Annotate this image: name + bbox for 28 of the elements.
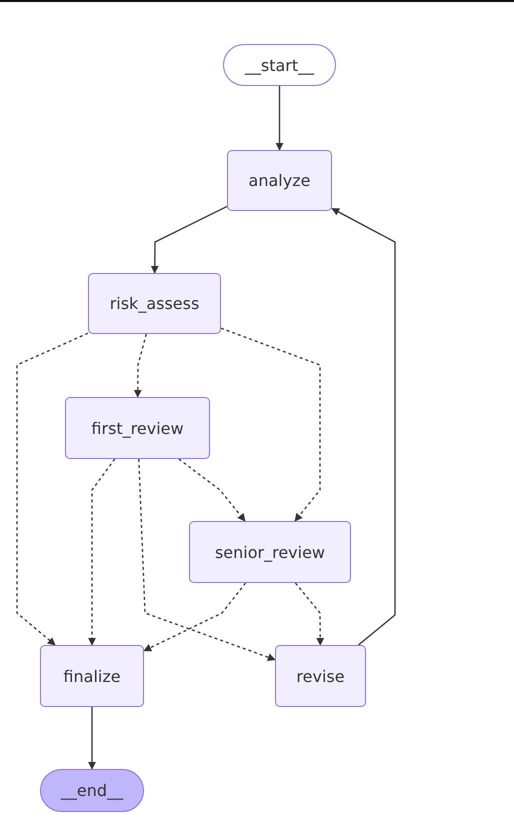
node-label: first_review [91, 418, 184, 438]
arrow [331, 208, 396, 646]
node-label: revise [296, 666, 345, 686]
process-box [40, 645, 144, 707]
node-label: senior_review [214, 542, 326, 562]
node-label: risk_assess [110, 294, 200, 313]
arrow [178, 458, 246, 522]
arrow [294, 582, 324, 646]
node-label: __start__ [244, 56, 314, 74]
process-box [88, 273, 221, 334]
process-box [227, 150, 332, 211]
node-label: __end__ [60, 781, 124, 800]
process-box [65, 397, 210, 459]
arrow [88, 458, 116, 646]
node-label: analyze [248, 171, 310, 190]
arrow [134, 334, 147, 398]
arrow [220, 328, 321, 522]
terminal-pill [223, 44, 336, 86]
arrow [276, 86, 284, 151]
arrow [16, 332, 88, 646]
process-box [189, 521, 351, 583]
arrow [138, 458, 276, 662]
arrow [143, 582, 246, 652]
arrow [150, 206, 228, 274]
node-label: finalize [63, 666, 121, 686]
process-box [275, 645, 366, 707]
terminal-pill [40, 769, 144, 812]
arrow [88, 707, 96, 770]
